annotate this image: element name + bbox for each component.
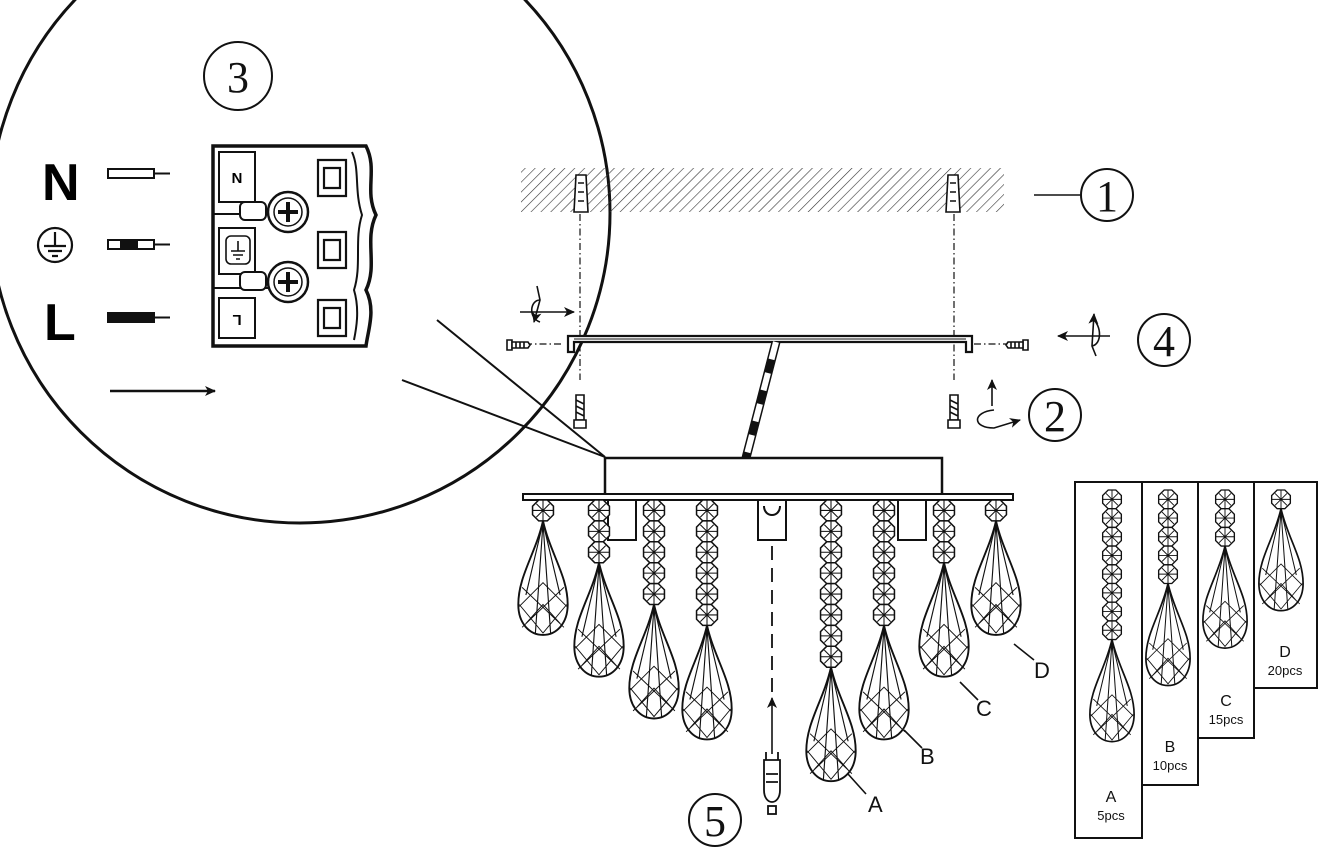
ceiling: [521, 168, 1004, 212]
side-screw-icon: [506, 339, 1029, 351]
wire-clamp: [316, 158, 348, 338]
power-cord: [741, 340, 781, 460]
wiring-detail-callout: 3 N L: [0, 0, 612, 525]
part-b-qty: 10pcs: [1153, 758, 1188, 773]
crystal-strand: [858, 499, 910, 741]
neutral-label: N: [42, 154, 80, 212]
crystal-strand: [573, 499, 625, 678]
terminal-l-label: L: [232, 311, 241, 328]
step-1-number: 1: [1096, 172, 1118, 221]
earth-icon: [36, 226, 74, 264]
crystal-strand: [628, 499, 680, 720]
terminal-block: N L: [211, 144, 378, 348]
part-crystal: [1258, 489, 1304, 612]
part-crystal: [1145, 489, 1191, 687]
terminal-n-label: N: [232, 169, 243, 186]
neutral-wire: [107, 168, 170, 179]
crystal-label-c: C: [976, 696, 992, 721]
parts-list: A 5pcs B 10pcs C 15pcs D 20pcs: [1074, 481, 1318, 839]
live-wire: [107, 312, 170, 323]
crystal-strand: [970, 499, 1022, 636]
part-a-letter: A: [1106, 789, 1117, 806]
crystal-strand: [681, 499, 733, 741]
crystal-label-a: A: [868, 792, 883, 817]
canopy: [603, 456, 944, 498]
step-5-number: 5: [704, 797, 726, 846]
crystal-strand: [805, 499, 857, 783]
rotate-arrow-2: [976, 409, 1021, 429]
part-a-qty: 5pcs: [1097, 808, 1125, 823]
mounting-screw-icon: [573, 394, 961, 429]
step-4-badge: [1137, 313, 1191, 367]
part-c-letter: C: [1220, 693, 1232, 710]
crystal-label-b: B: [920, 744, 935, 769]
crystal-strand: [517, 499, 569, 636]
part-b-letter: B: [1165, 739, 1176, 756]
live-label: L: [44, 294, 76, 352]
bulb-holder: [607, 499, 927, 541]
crystal-strand: [918, 499, 970, 678]
wall-anchor: [573, 174, 961, 213]
rotate-arrow-right: [1092, 314, 1100, 357]
step-3-number: 3: [227, 53, 249, 102]
alignment-line: [525, 214, 1008, 380]
mounting-bracket: [566, 334, 974, 354]
crystal-callouts: [847, 643, 1035, 795]
hanging-crystals: [517, 499, 1022, 783]
part-d-qty: 20pcs: [1268, 663, 1303, 678]
part-d-letter: D: [1279, 644, 1291, 661]
screw-icon: [239, 190, 310, 234]
parts-crystals: [1089, 489, 1304, 743]
earth-wire: [107, 239, 170, 250]
step-5-badge: [688, 793, 742, 847]
step-2-badge: [1028, 388, 1082, 442]
rotate-arrow-left: [532, 285, 540, 322]
part-crystal: [1202, 489, 1248, 649]
step-1-badge: [1080, 168, 1134, 222]
crystal-label-d: D: [1034, 658, 1050, 683]
part-crystal: [1089, 489, 1135, 743]
step-3-badge: [203, 41, 273, 111]
step-4-number: 4: [1153, 317, 1175, 366]
terminal-earth-icon: [225, 235, 251, 265]
screw-icon: [239, 260, 310, 304]
part-c-qty: 15pcs: [1209, 712, 1244, 727]
step-2-number: 2: [1044, 392, 1066, 441]
g9-bulb-icon: [763, 752, 781, 815]
